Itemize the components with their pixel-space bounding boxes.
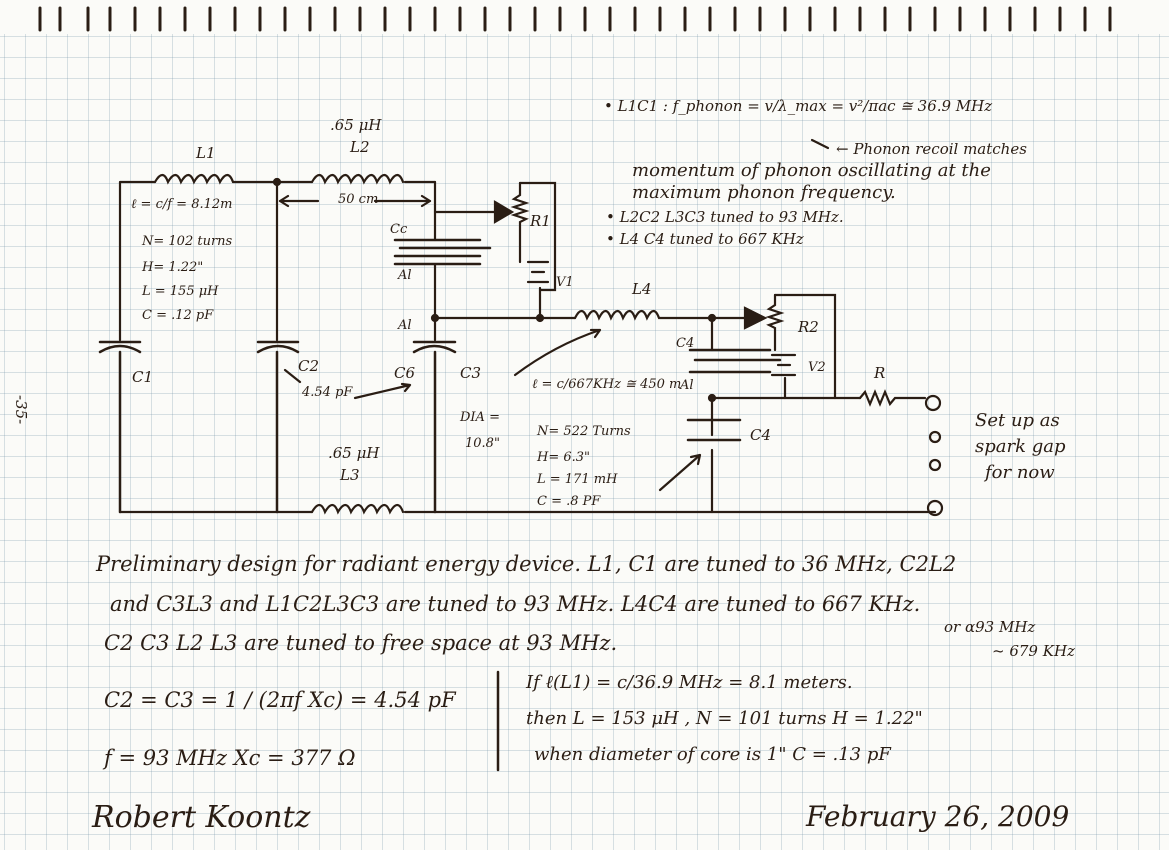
label-r2: R2 xyxy=(798,318,819,336)
arrow-c4 xyxy=(658,453,702,492)
label-r1: R1 xyxy=(530,212,551,230)
note-phonon-recoil: ← Phonon recoil matches xyxy=(836,140,1027,158)
label-dia: DIA = xyxy=(460,410,500,425)
calc-line-3: when diameter of core is 1" C = .13 pF xyxy=(534,744,891,765)
arrow-l4 xyxy=(513,328,602,377)
date: February 26, 2009 xyxy=(806,800,1070,833)
label-l4-length: ℓ = c/667KHz ≅ 450 m xyxy=(532,377,682,392)
description-line-3: C2 C3 L2 L3 are tuned to free space at 9… xyxy=(104,631,618,655)
note-momentum: momentum of phonon oscillating at the xyxy=(632,160,991,181)
cap-c4 xyxy=(686,418,742,442)
description-line-2: and C3L3 and L1C2L3C3 are tuned to 93 MH… xyxy=(110,592,921,616)
r2-box xyxy=(773,293,837,400)
label-l1-turns: N= 102 turns xyxy=(142,234,233,249)
label-l4-inductance: L = 171 mH xyxy=(537,472,618,487)
resistor-r1 xyxy=(510,181,530,264)
battery-v2 xyxy=(770,353,797,400)
label-l1-inductance: L = 155 μH xyxy=(142,284,219,299)
note-spark-1: Set up as xyxy=(975,410,1060,431)
label-l1-height: H= 1.22" xyxy=(142,260,204,275)
label-c4: C4 xyxy=(750,426,772,444)
coil-l1 xyxy=(153,173,235,185)
label-l2-value: .65 μH xyxy=(330,116,382,134)
label-l4: L4 xyxy=(632,280,652,298)
label-c2-value: 4.54 pF xyxy=(302,385,353,400)
note-l4c4-tuning: • L4 C4 tuned to 667 KHz xyxy=(606,230,804,248)
coil-l3 xyxy=(310,503,405,515)
formula-frequency: f = 93 MHz Xc = 377 Ω xyxy=(104,746,356,770)
label-r: R xyxy=(874,364,886,382)
label-c2: C2 xyxy=(298,357,320,375)
cap-c3 xyxy=(412,340,457,514)
coil-l2 xyxy=(310,173,405,185)
note-spark-2: spark gap xyxy=(975,436,1066,457)
arrow-c2-val xyxy=(353,382,412,400)
label-distance: 50 cm xyxy=(338,192,379,207)
note-phonon-formula: • L1C1 : f_phonon = v/λ_max = v²/πac ≅ 3… xyxy=(604,97,993,115)
signature: Robert Koontz xyxy=(92,800,311,835)
label-l4-height: H= 6.3" xyxy=(537,450,591,465)
calc-line-2: then L = 153 μH , N = 101 turns H = 1.22… xyxy=(526,708,923,729)
arrow-phonon xyxy=(810,138,830,150)
description-line-1: Preliminary design for radiant energy de… xyxy=(96,552,957,576)
label-l1: L1 xyxy=(196,144,216,162)
label-c4-top: C4 xyxy=(676,336,695,351)
cap-c1 xyxy=(98,340,142,514)
calc-line-1: If ℓ(L1) = c/36.9 MHz = 8.1 meters. xyxy=(526,672,853,693)
label-dia-value: 10.8" xyxy=(465,436,500,451)
arrow-c2-label xyxy=(283,368,302,384)
wire-top-left xyxy=(118,180,437,342)
label-v1: V1 xyxy=(556,275,574,290)
label-cc: Cc xyxy=(390,222,408,237)
label-l4-capacitance: C = .8 PF xyxy=(537,494,601,509)
battery-v1 xyxy=(526,260,550,322)
label-l2: L2 xyxy=(350,138,370,156)
dimension-arrow xyxy=(278,194,432,208)
label-al-top: Al xyxy=(398,268,412,283)
formula-capacitance: C2 = C3 = 1 / (2πf Xc) = 4.54 pF xyxy=(104,688,456,712)
label-l4-turns: N= 522 Turns xyxy=(537,424,631,439)
coil-l4 xyxy=(573,309,747,321)
alt-tuning-1: or α93 MHz xyxy=(944,618,1036,636)
label-l1-capacitance: C = .12 pF xyxy=(142,308,214,323)
label-l1-length: ℓ = c/f = 8.12m xyxy=(131,197,233,212)
spiral-rings xyxy=(38,6,1112,32)
note-max-frequency: maximum phonon frequency. xyxy=(632,182,896,203)
label-v2: V2 xyxy=(808,360,826,375)
cap-cc xyxy=(393,238,492,266)
r1-box xyxy=(518,181,557,292)
label-l3: L3 xyxy=(340,466,360,484)
label-l3-value: .65 μH xyxy=(328,444,380,462)
label-al-mid: Al xyxy=(398,318,412,333)
resistor-r xyxy=(858,389,927,407)
label-c6: C6 xyxy=(394,364,416,382)
label-al-right: Al xyxy=(680,378,694,393)
alt-tuning-2: ~ 679 KHz xyxy=(992,642,1075,660)
label-side-page: -35- xyxy=(12,395,30,425)
cap-c2 xyxy=(256,340,300,514)
cap-c4-top xyxy=(688,348,782,374)
label-c1: C1 xyxy=(132,368,154,386)
label-c3: C3 xyxy=(460,364,482,382)
note-l2c2-tuning: • L2C2 L3C3 tuned to 93 MHz. xyxy=(606,208,844,226)
resistor-r2 xyxy=(765,293,785,352)
note-spark-3: for now xyxy=(985,462,1055,483)
